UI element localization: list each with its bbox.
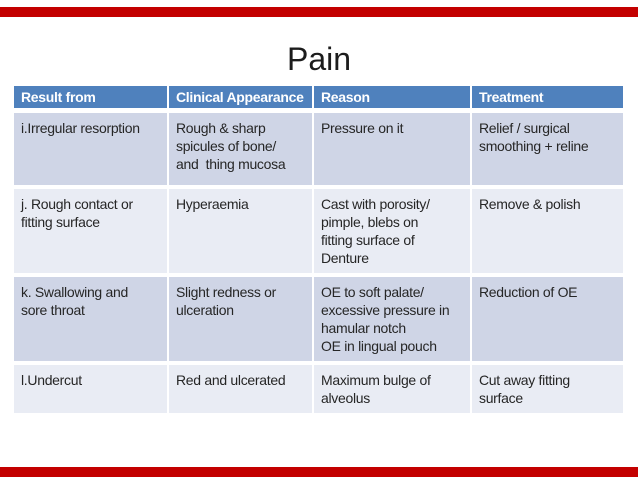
table-cell: j. Rough contact or fitting surface [14, 189, 167, 277]
table-cell: k. Swallowing and sore throat [14, 277, 167, 365]
table-cell: Hyperaemia [167, 189, 312, 277]
slide-title: Pain [286, 41, 352, 77]
table-cell: Rough & sharp spicules of bone/ and thin… [167, 113, 312, 189]
table-cell: OE to soft palate/ excessive pressure in… [312, 277, 470, 365]
table-cell: Cast with porosity/ pimple, blebs on fit… [312, 189, 470, 277]
table-header-row: Result from Clinical Appearance Reason T… [14, 86, 623, 113]
table-row: j. Rough contact or fitting surface Hype… [14, 189, 623, 277]
table-cell: i.Irregular resorption [14, 113, 167, 189]
table-row: i.Irregular resorption Rough & sharp spi… [14, 113, 623, 189]
column-header-treatment: Treatment [470, 86, 623, 113]
column-header-result-from: Result from [14, 86, 167, 113]
table-cell: Reduction of OE [470, 277, 623, 365]
table-cell: Slight redness or ulceration [167, 277, 312, 365]
column-header-reason: Reason [312, 86, 470, 113]
bottom-accent-bar [0, 467, 638, 477]
table-cell: Cut away fitting surface [470, 365, 623, 415]
table-cell: Maximum bulge of alveolus [312, 365, 470, 415]
column-header-clinical-appearance: Clinical Appearance [167, 86, 312, 113]
table-cell: Red and ulcerated [167, 365, 312, 415]
table-row: k. Swallowing and sore throat Slight red… [14, 277, 623, 365]
pain-table: Result from Clinical Appearance Reason T… [14, 86, 623, 415]
table-cell: Remove & polish [470, 189, 623, 277]
table-cell: Pressure on it [312, 113, 470, 189]
top-accent-bar [0, 7, 638, 17]
table-cell: Relief / surgical smoothing + reline [470, 113, 623, 189]
table-row: l.Undercut Red and ulcerated Maximum bul… [14, 365, 623, 415]
table-cell: l.Undercut [14, 365, 167, 415]
